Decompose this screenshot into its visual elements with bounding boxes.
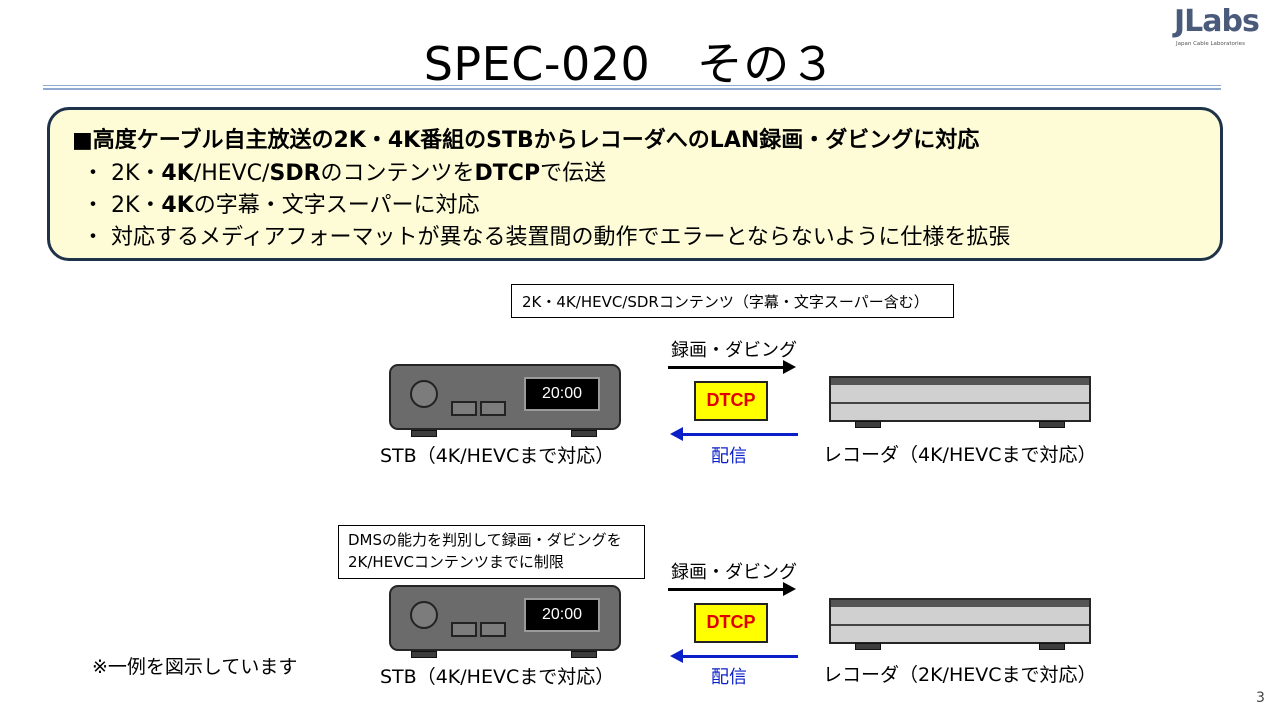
stb-device-2: 20:00	[389, 585, 621, 651]
recorder-slot-line	[831, 624, 1089, 626]
bullet-text: ・ 2K・	[82, 161, 162, 186]
recorder-foot	[1039, 643, 1065, 650]
summary-bullet-1: ・ 2K・4K/HEVC/SDRのコンテンツをDTCPで伝送	[82, 155, 606, 187]
bullet-text: のコンテンツを	[320, 161, 475, 186]
recorder-device-1	[829, 376, 1091, 422]
recorder-device-2	[829, 598, 1091, 644]
stb-foot	[411, 651, 437, 658]
recorder-foot	[855, 643, 881, 650]
summary-bullet-3: ・ 対応するメディアフォーマットが異なる装置間の動作でエラーとならないように仕様…	[82, 225, 1011, 250]
dtcp-badge-1: DTCP	[694, 381, 768, 421]
bullet-text: ・ 2K・	[82, 193, 162, 218]
dms-note-line-1: DMSの能力を判別して録画・ダビングを	[348, 531, 622, 549]
stb-foot	[571, 651, 597, 658]
bullet-bold-text: SDR	[269, 161, 321, 186]
content-note-box: 2K・4K/HEVC/SDRコンテンツ（字幕・文字スーパー含む）	[511, 284, 954, 318]
stb-foot	[411, 430, 437, 437]
page-number: 3	[1256, 690, 1265, 706]
recorder-slot-line	[831, 402, 1089, 404]
record-dub-label-2: 録画・ダビング	[671, 562, 797, 583]
right-arrow-2	[668, 582, 796, 596]
stb-knob	[410, 601, 438, 629]
stb-device-1: 20:00	[389, 364, 621, 430]
recorder-foot	[1039, 421, 1065, 428]
recorder-top-panel	[831, 600, 1089, 607]
record-dub-label-1: 録画・ダビング	[671, 340, 797, 361]
right-arrow-1	[668, 360, 796, 374]
stb-label-1: STB（4K/HEVCまで対応）	[380, 445, 615, 467]
left-arrow-2	[670, 649, 798, 663]
stb-label-2: STB（4K/HEVCまで対応）	[380, 666, 615, 688]
logo-main-text: JLabs	[1174, 4, 1260, 39]
bullet-bold-text: 4K	[161, 161, 194, 186]
recorder-label-1: レコーダ（4K/HEVCまで対応）	[823, 444, 1097, 466]
recorder-top-panel	[831, 378, 1089, 385]
dms-note-box: DMSの能力を判別して録画・ダビングを 2K/HEVCコンテンツまでに制限	[338, 525, 645, 579]
stream-label-2: 配信	[711, 667, 747, 688]
stb-button	[451, 401, 477, 416]
stb-button	[480, 401, 506, 416]
dtcp-badge-2: DTCP	[694, 603, 768, 643]
recorder-label-2: レコーダ（2K/HEVCまで対応）	[823, 664, 1097, 686]
stb-clock-display: 20:00	[524, 598, 600, 632]
stb-foot	[571, 430, 597, 437]
example-note: ※一例を図示しています	[92, 656, 298, 678]
stb-knob	[410, 380, 438, 408]
jlabs-logo: JLabs Japan Cable Laboratories	[1174, 4, 1260, 48]
dms-note-line-2: 2K/HEVCコンテンツまでに制限	[348, 553, 564, 571]
bullet-bold-text: 4K	[161, 193, 194, 218]
slide-title: SPEC-020 その３	[423, 37, 837, 91]
summary-bullet-2: ・ 2K・4Kの字幕・文字スーパーに対応	[82, 187, 480, 219]
bullet-text: で伝送	[540, 161, 607, 186]
stream-label-1: 配信	[711, 446, 747, 467]
stb-clock-display: 20:00	[524, 377, 600, 411]
stb-button	[451, 622, 477, 637]
stb-button	[480, 622, 506, 637]
summary-heading: ■高度ケーブル自主放送の2K・4K番組のSTBからレコーダへのLAN録画・ダビン…	[72, 128, 980, 153]
bullet-text: /HEVC/	[193, 161, 270, 186]
bullet-text: の字幕・文字スーパーに対応	[193, 193, 480, 218]
logo-sub-text: Japan Cable Laboratories	[1176, 41, 1245, 47]
recorder-foot	[855, 421, 881, 428]
bullet-bold-text: DTCP	[474, 161, 541, 186]
summary-box: ■高度ケーブル自主放送の2K・4K番組のSTBからレコーダへのLAN録画・ダビン…	[47, 107, 1223, 261]
left-arrow-1	[670, 427, 798, 441]
title-divider	[43, 85, 1221, 90]
